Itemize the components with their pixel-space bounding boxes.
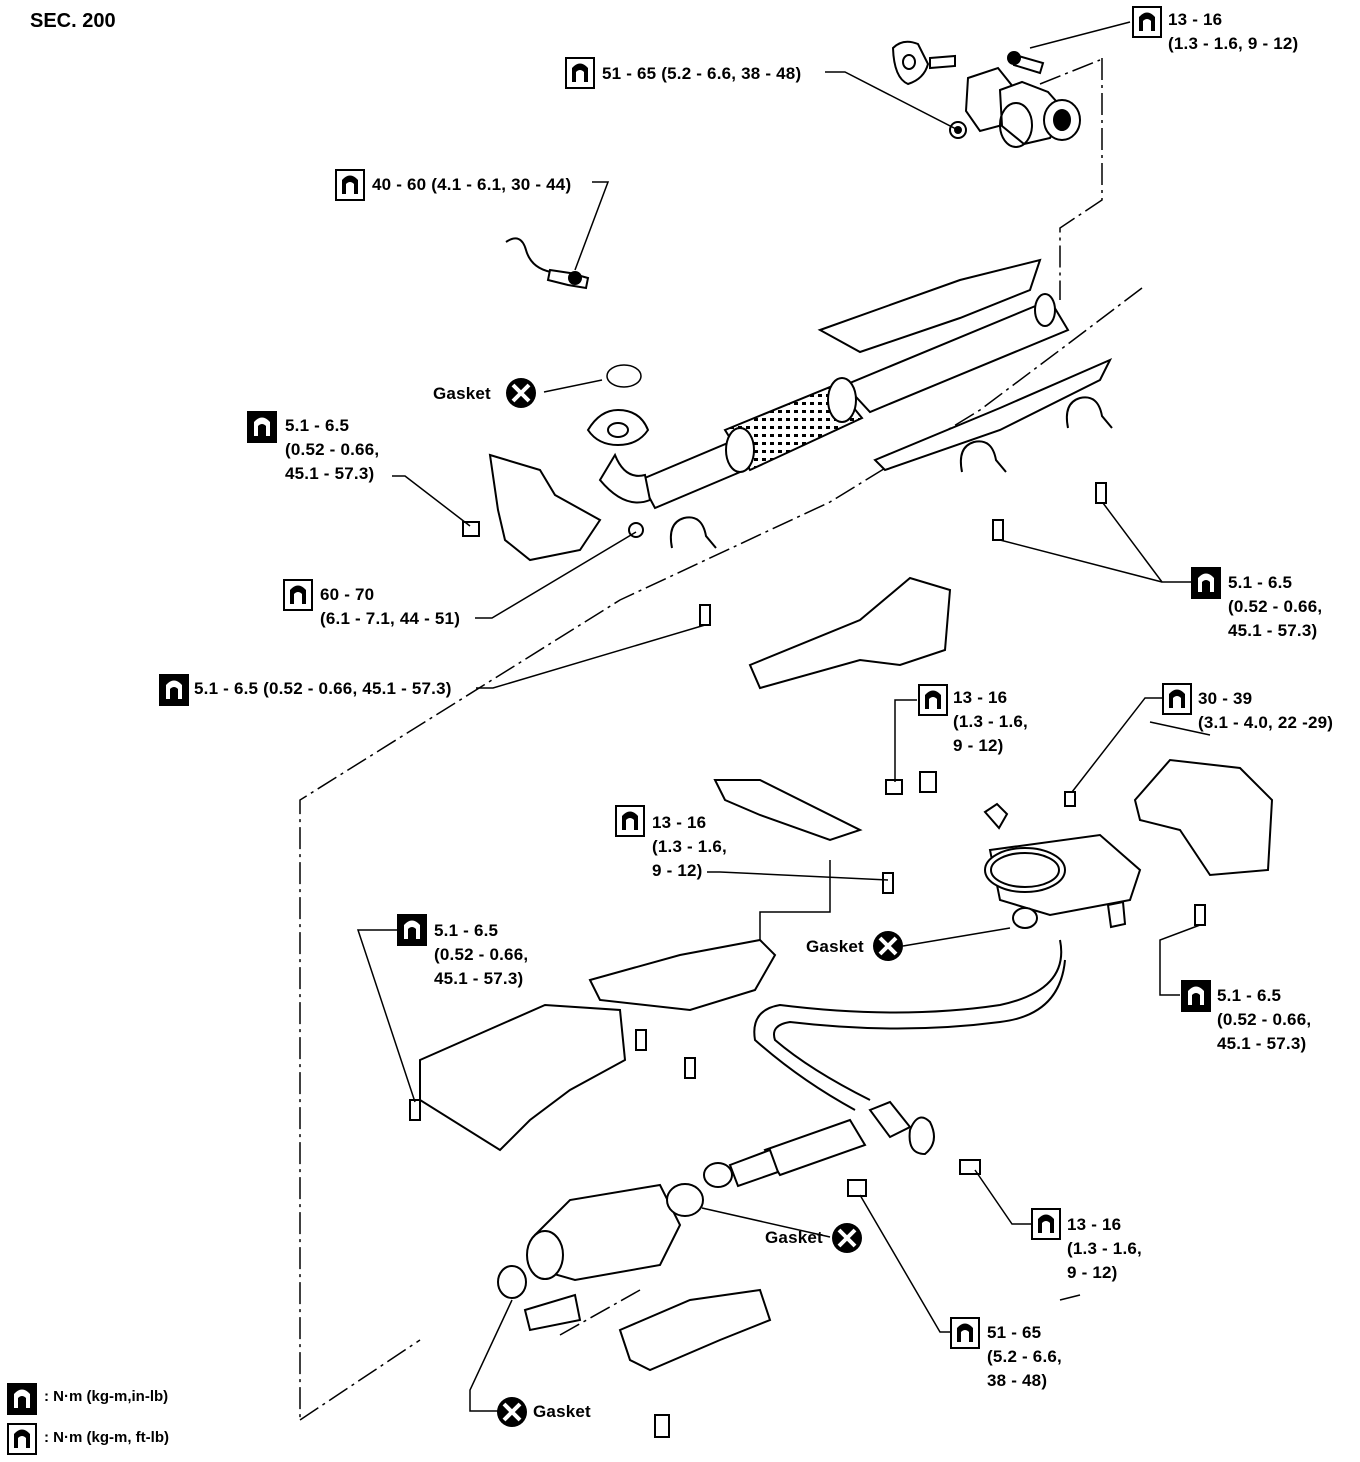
torque-wrench-in-lb-icon (1181, 980, 1211, 1012)
torque-wrench-ft-lb-icon (283, 579, 313, 611)
front-gasket (606, 364, 642, 388)
torque-wrench-ft-lb-icon (1132, 6, 1162, 38)
gasket-label-muffler: Gasket (806, 937, 864, 956)
torque-wrench-in-lb-icon (397, 914, 427, 946)
torque-label-center-shield-bolt: 13 - 16(1.3 - 1.6,9 - 12) (652, 813, 727, 880)
torque-label-front-shield-bolt: 5.1 - 6.5(0.52 - 0.66,45.1 - 57.3) (285, 416, 380, 483)
torque-label-lower-shield-bolt: 5.1 - 6.5(0.52 - 0.66,45.1 - 57.3) (434, 921, 529, 988)
torque-wrench-ft-lb-icon (1031, 1208, 1061, 1240)
replace-gasket-icon (832, 1223, 862, 1253)
pipe-clamps (669, 396, 1113, 549)
torque-label-oxygen-sensor: 40 - 60 (4.1 - 6.1, 30 - 44) (372, 175, 572, 194)
legend-torque-wrench-ft-lb-icon (7, 1423, 37, 1455)
torque-label-center-pipe-nut: 51 - 65(5.2 - 6.6,38 - 48) (987, 1323, 1062, 1390)
torque-wrench-ft-lb-icon (615, 805, 645, 837)
gasket-label-catalyst-rear: Gasket (765, 1228, 823, 1247)
lower-heat-shields (419, 779, 863, 1372)
torque-label-upper-shield-bolts: 5.1 - 6.5(0.52 - 0.66,45.1 - 57.3) (1228, 573, 1323, 640)
torque-wrench-ft-lb-icon (918, 684, 948, 716)
torque-label-muffler-hanger-nut: 30 - 39(3.1 - 4.0, 22 -29) (1198, 689, 1334, 732)
upper-heat-shields (488, 258, 1113, 690)
torque-label-rear-mount-nut: 51 - 65 (5.2 - 6.6, 38 - 48) (602, 64, 802, 83)
dash-dot-frame-lines (299, 58, 1143, 1421)
torque-label-muffler-mount-bolt: 13 - 16(1.3 - 1.6,9 - 12) (953, 688, 1028, 755)
catalytic-converter (497, 1183, 704, 1332)
legend-ft-lb: : N·m (kg-m, ft-lb) (44, 1429, 169, 1446)
section-title: SEC. 200 (30, 10, 116, 32)
legend-in-lb: : N·m (kg-m,in-lb) (44, 1388, 169, 1405)
replace-gasket-icon (497, 1397, 527, 1427)
replace-gasket-icon (873, 931, 903, 961)
torque-label-clamp-bolt: 5.1 - 6.5 (0.52 - 0.66, 45.1 - 57.3) (194, 679, 452, 698)
torque-wrench-in-lb-icon (1191, 567, 1221, 599)
oxygen-sensor (505, 237, 590, 290)
torque-wrench-ft-lb-icon (950, 1317, 980, 1349)
torque-label-center-mount-bolt: 13 - 16(1.3 - 1.6,9 - 12) (1067, 1215, 1142, 1282)
rear-mount-bracket (891, 40, 1081, 148)
torque-wrench-ft-lb-icon (1162, 683, 1192, 715)
rear-heat-shield (1133, 758, 1274, 877)
torque-wrench-ft-lb-icon (335, 169, 365, 201)
bolts (409, 482, 1206, 1438)
torque-label-front-pipe-nut: 60 - 70(6.1 - 7.1, 44 - 51) (320, 585, 461, 628)
torque-wrench-in-lb-icon (247, 411, 277, 443)
main-muffler (919, 771, 1142, 929)
legend-torque-wrench-in-lb-icon (7, 1383, 37, 1415)
torque-wrench-in-lb-icon (159, 674, 189, 706)
replace-gasket-icon (506, 378, 536, 408)
center-pipe (703, 939, 1066, 1188)
torque-label-rear-mount-bolt: 13 - 16(1.3 - 1.6, 9 - 12) (1168, 10, 1299, 53)
gasket-label-front: Gasket (433, 384, 491, 403)
leader-lines (356, 21, 1211, 1412)
gasket-label-catalyst-front: Gasket (533, 1402, 591, 1421)
front-exhaust-pipe (586, 293, 1070, 538)
torque-wrench-ft-lb-icon (565, 57, 595, 89)
torque-label-rear-shield-bolt: 5.1 - 6.5(0.52 - 0.66,45.1 - 57.3) (1217, 986, 1312, 1053)
